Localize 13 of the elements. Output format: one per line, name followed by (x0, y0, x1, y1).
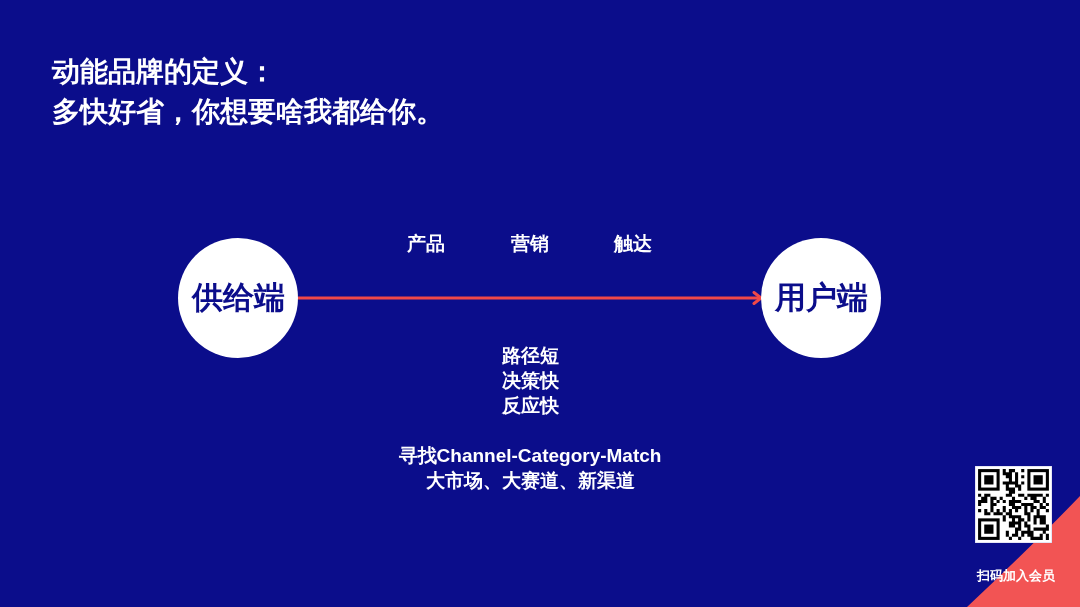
circle-node: 用户端 (761, 238, 881, 358)
text-label: 产品 (407, 232, 445, 256)
text-label: 大市场、大赛道、新渠道 (425, 469, 635, 493)
arrow (298, 291, 763, 305)
text-label: 路径短 (501, 344, 559, 368)
text-label: 营销 (511, 232, 549, 256)
heading: 动能品牌的定义： (52, 55, 276, 89)
text-label: 决策快 (501, 369, 559, 393)
subheading: 多快好省，你想要啥我都给你。 (52, 95, 444, 129)
circle-node: 供给端 (178, 238, 298, 358)
text-label: 寻找Channel-Category-Match (398, 444, 662, 468)
text-label: 反应快 (501, 394, 559, 418)
text-label: 触达 (614, 232, 652, 256)
